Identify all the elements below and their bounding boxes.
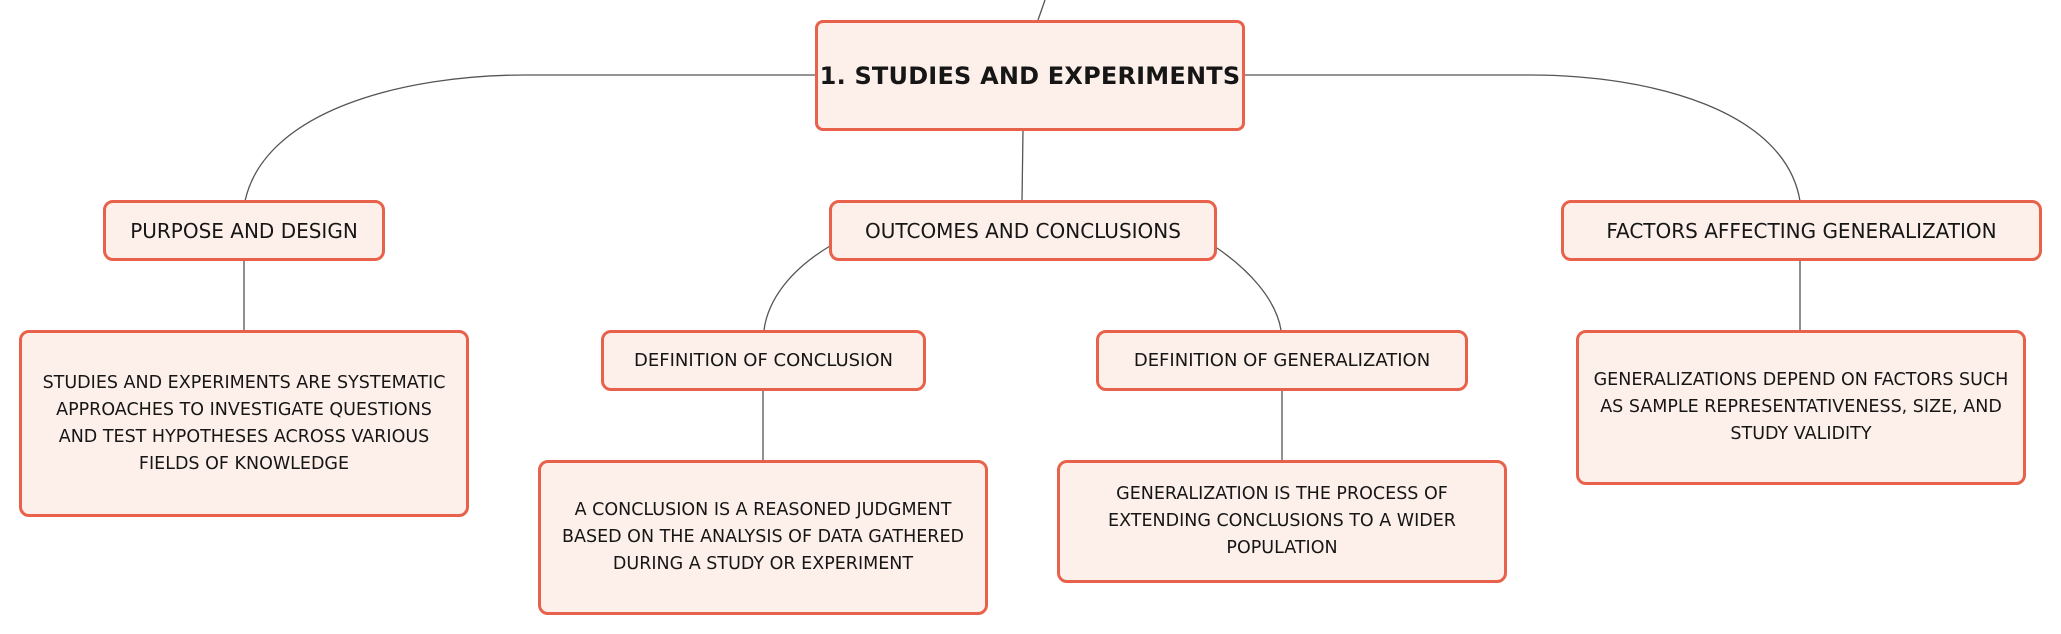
subtopic-definition-of-generalization-label: DEFINITION OF GENERALIZATION <box>1133 350 1431 371</box>
topic-outcomes-and-conclusions-label: OUTCOMES AND CONCLUSIONS <box>865 218 1181 243</box>
connector-outcomes-to-generalization <box>1213 245 1282 331</box>
topic-purpose-and-design-label: PURPOSE AND DESIGN <box>130 218 358 243</box>
description-definition-of-generalization[interactable]: GENERALIZATION IS THE PROCESS OF EXTENDI… <box>1057 460 1507 583</box>
root-topic-node[interactable]: 1. STUDIES AND EXPERIMENTS <box>815 20 1245 131</box>
topic-factors-affecting-generalization-label: FACTORS AFFECTING GENERALIZATION <box>1606 218 1997 243</box>
subtopic-definition-of-conclusion-label: DEFINITION OF CONCLUSION <box>633 350 893 371</box>
topic-factors-affecting-generalization[interactable]: FACTORS AFFECTING GENERALIZATION <box>1561 200 2042 261</box>
connector-root-to-factors <box>1245 74 1801 202</box>
description-factors-affecting-generalization[interactable]: GENERALIZATIONS DEPEND ON FACTORS SUCH A… <box>1576 330 2026 485</box>
description-purpose-and-design[interactable]: STUDIES AND EXPERIMENTS ARE SYSTEMATIC A… <box>19 330 469 517</box>
topic-outcomes-and-conclusions[interactable]: OUTCOMES AND CONCLUSIONS <box>829 200 1217 261</box>
connector-root-to-outcomes <box>1021 129 1024 202</box>
description-factors-affecting-generalization-text: GENERALIZATIONS DEPEND ON FACTORS SUCH A… <box>1593 370 2009 444</box>
description-definition-of-conclusion[interactable]: A CONCLUSION IS A REASONED JUDGMENT BASE… <box>538 460 988 615</box>
connector-parent-to-root <box>1037 0 1046 21</box>
root-topic-label: 1. STUDIES AND EXPERIMENTS <box>819 61 1241 90</box>
connector-outcomes-to-conclusion <box>763 245 831 331</box>
description-definition-of-conclusion-text: A CONCLUSION IS A REASONED JUDGMENT BASE… <box>562 500 964 574</box>
description-definition-of-generalization-text: GENERALIZATION IS THE PROCESS OF EXTENDI… <box>1108 484 1456 558</box>
topic-purpose-and-design[interactable]: PURPOSE AND DESIGN <box>103 200 385 261</box>
description-purpose-and-design-text: STUDIES AND EXPERIMENTS ARE SYSTEMATIC A… <box>42 372 446 474</box>
connector-root-to-purpose <box>244 74 815 202</box>
subtopic-definition-of-generalization[interactable]: DEFINITION OF GENERALIZATION <box>1096 330 1468 391</box>
subtopic-definition-of-conclusion[interactable]: DEFINITION OF CONCLUSION <box>601 330 926 391</box>
